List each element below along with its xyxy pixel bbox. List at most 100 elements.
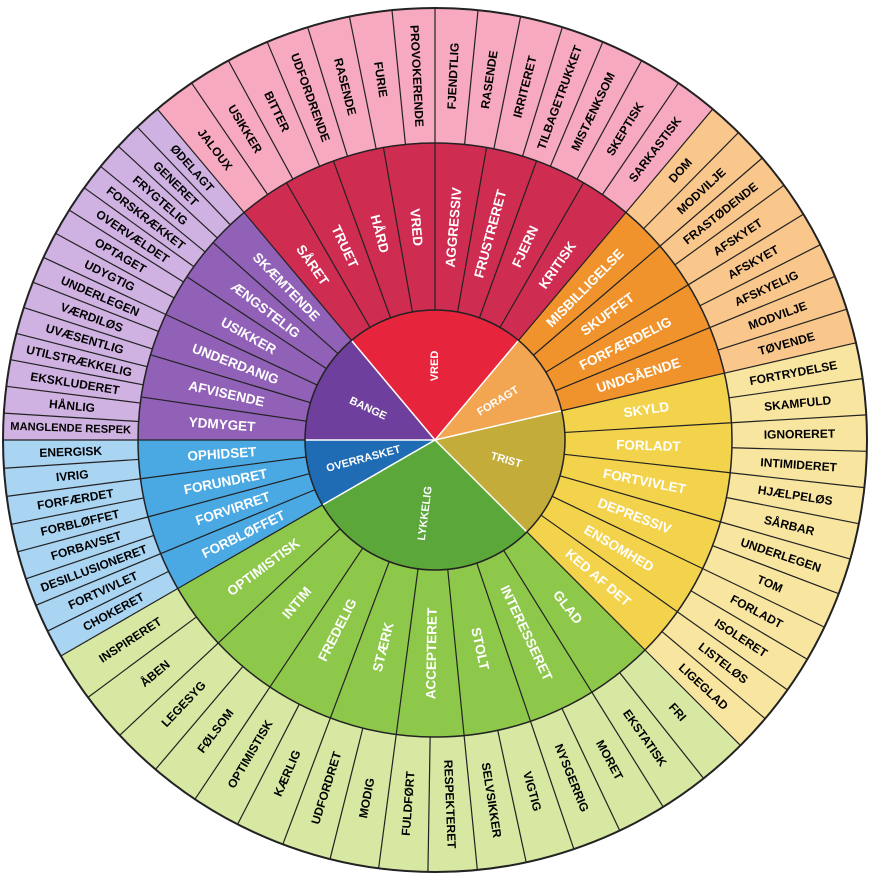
outer-separator — [427, 736, 431, 872]
outer-segment-udygtig — [43, 233, 175, 315]
mid-segment-frustreret — [457, 147, 537, 318]
outer-separator — [16, 332, 148, 368]
mid-label-vred: VRED — [407, 208, 425, 247]
outer-separator — [25, 534, 154, 580]
core-segment-vred — [351, 310, 519, 440]
outer-separator — [23, 306, 153, 350]
mid-separator — [177, 504, 323, 590]
outer-segment-provokerende — [391, 8, 435, 145]
outer-label-skamfuld: SKAMFULD — [763, 393, 832, 414]
outer-separator — [60, 587, 179, 657]
mid-separator — [395, 568, 419, 735]
outer-separator — [728, 378, 863, 399]
outer-ring-border — [2, 7, 868, 873]
outer-separator — [712, 545, 839, 595]
mid-segment-glad — [503, 531, 646, 693]
outer-separator — [6, 385, 141, 404]
outer-segment-sa-rbar — [720, 497, 859, 560]
outer-segment-tilbagetrukket — [522, 27, 603, 167]
mid-segment-underdanig — [150, 314, 318, 403]
outer-separator — [32, 281, 159, 333]
mid-segment-skuffet — [533, 246, 689, 373]
outer-separator — [10, 359, 144, 386]
outer-separator — [699, 244, 821, 307]
mid-segment-undga-ende — [555, 327, 725, 411]
outer-segment-ekskluderet — [6, 359, 144, 404]
outer-separator — [720, 521, 851, 560]
mid-separator — [518, 212, 627, 341]
outer-segment-generet — [118, 127, 231, 238]
outer-segment-fjendtlig — [435, 8, 479, 145]
outer-label-ivrig: IVRIG — [55, 467, 89, 484]
mid-segment-ked-af-det — [526, 515, 678, 651]
mid-separator — [564, 453, 731, 474]
outer-separator — [644, 649, 741, 746]
mid-segment-truet — [286, 160, 391, 328]
outer-segment-selvsikker — [464, 730, 527, 870]
mid-separator — [285, 182, 371, 328]
outer-segment-fortvivlet — [35, 553, 169, 632]
outer-separator — [521, 27, 563, 157]
mid-label-skyld: SKYLD — [623, 399, 671, 420]
outer-separator — [83, 187, 195, 268]
outer-separator — [55, 232, 175, 299]
mid-separator — [165, 313, 318, 386]
outer-separator — [3, 412, 139, 423]
outer-separator — [3, 458, 139, 469]
mid-segment-vred — [383, 143, 435, 312]
outer-segment-desillusioneret — [25, 535, 161, 606]
outer-separator — [17, 516, 149, 553]
outer-separator — [391, 10, 407, 145]
outer-separator — [702, 568, 825, 628]
mid-separator — [329, 561, 390, 719]
outer-separator — [674, 184, 785, 266]
outer-label-ignoreret: IGNORERET — [764, 427, 836, 442]
outer-segment-modvilje — [709, 276, 847, 351]
outer-segment-ekstatisk — [591, 672, 704, 807]
outer-separator — [11, 497, 144, 525]
outer-segment-skamfuld — [728, 378, 867, 423]
outer-segment-udfordrende — [267, 27, 348, 167]
outer-segment-ha-nlig — [3, 386, 141, 422]
mid-segment-usikker — [165, 276, 327, 386]
outer-separator — [136, 126, 231, 226]
outer-label-intimideret: INTIMIDERET — [760, 455, 838, 474]
outer-segment-kærlig — [237, 704, 331, 845]
outer-segment-underlegen — [32, 257, 166, 332]
mid-separator — [141, 396, 307, 422]
mid-separator — [212, 242, 339, 355]
outer-label-fuldført: FULDFØRT — [399, 770, 418, 836]
mid-separator — [503, 550, 593, 693]
outer-separator — [625, 108, 714, 213]
outer-label-manglende-respek: MANGLENDE RESPEK — [10, 421, 131, 437]
outer-segment-utilstrækkelig — [10, 333, 148, 385]
outer-segment-fuldført — [378, 734, 431, 872]
outer-separator — [661, 631, 766, 720]
outer-separator — [35, 553, 161, 606]
outer-separator — [43, 256, 167, 316]
outer-segment-følsom — [155, 666, 270, 800]
mid-segment-fredelig — [269, 548, 390, 718]
outer-segment-hjælpeløs — [726, 472, 865, 524]
outer-separator — [47, 570, 169, 632]
outer-segment-a-ben — [88, 616, 219, 736]
mid-label-ophidset: OPHIDSET — [187, 444, 258, 464]
outer-segment-forladt — [690, 568, 825, 660]
core-label-vred: VRED — [429, 351, 441, 382]
outer-segment-fri — [619, 650, 741, 779]
outer-separator — [731, 447, 867, 452]
mid-segment-ængstelig — [186, 242, 338, 369]
outer-separator — [68, 209, 184, 283]
mid-separator — [150, 354, 311, 404]
outer-separator — [619, 672, 705, 779]
outer-segment-legesyg — [119, 643, 243, 770]
outer-segment-afskyelig — [699, 244, 835, 328]
outer-separator — [601, 82, 679, 195]
mid-segment-intim — [218, 528, 363, 687]
mid-separator — [559, 475, 721, 523]
outer-separator — [156, 108, 245, 213]
mid-label-forladt: FORLADT — [616, 437, 682, 454]
outer-segment-furie — [349, 10, 406, 149]
core-segment-bange — [305, 340, 435, 440]
core-separator — [434, 339, 520, 441]
